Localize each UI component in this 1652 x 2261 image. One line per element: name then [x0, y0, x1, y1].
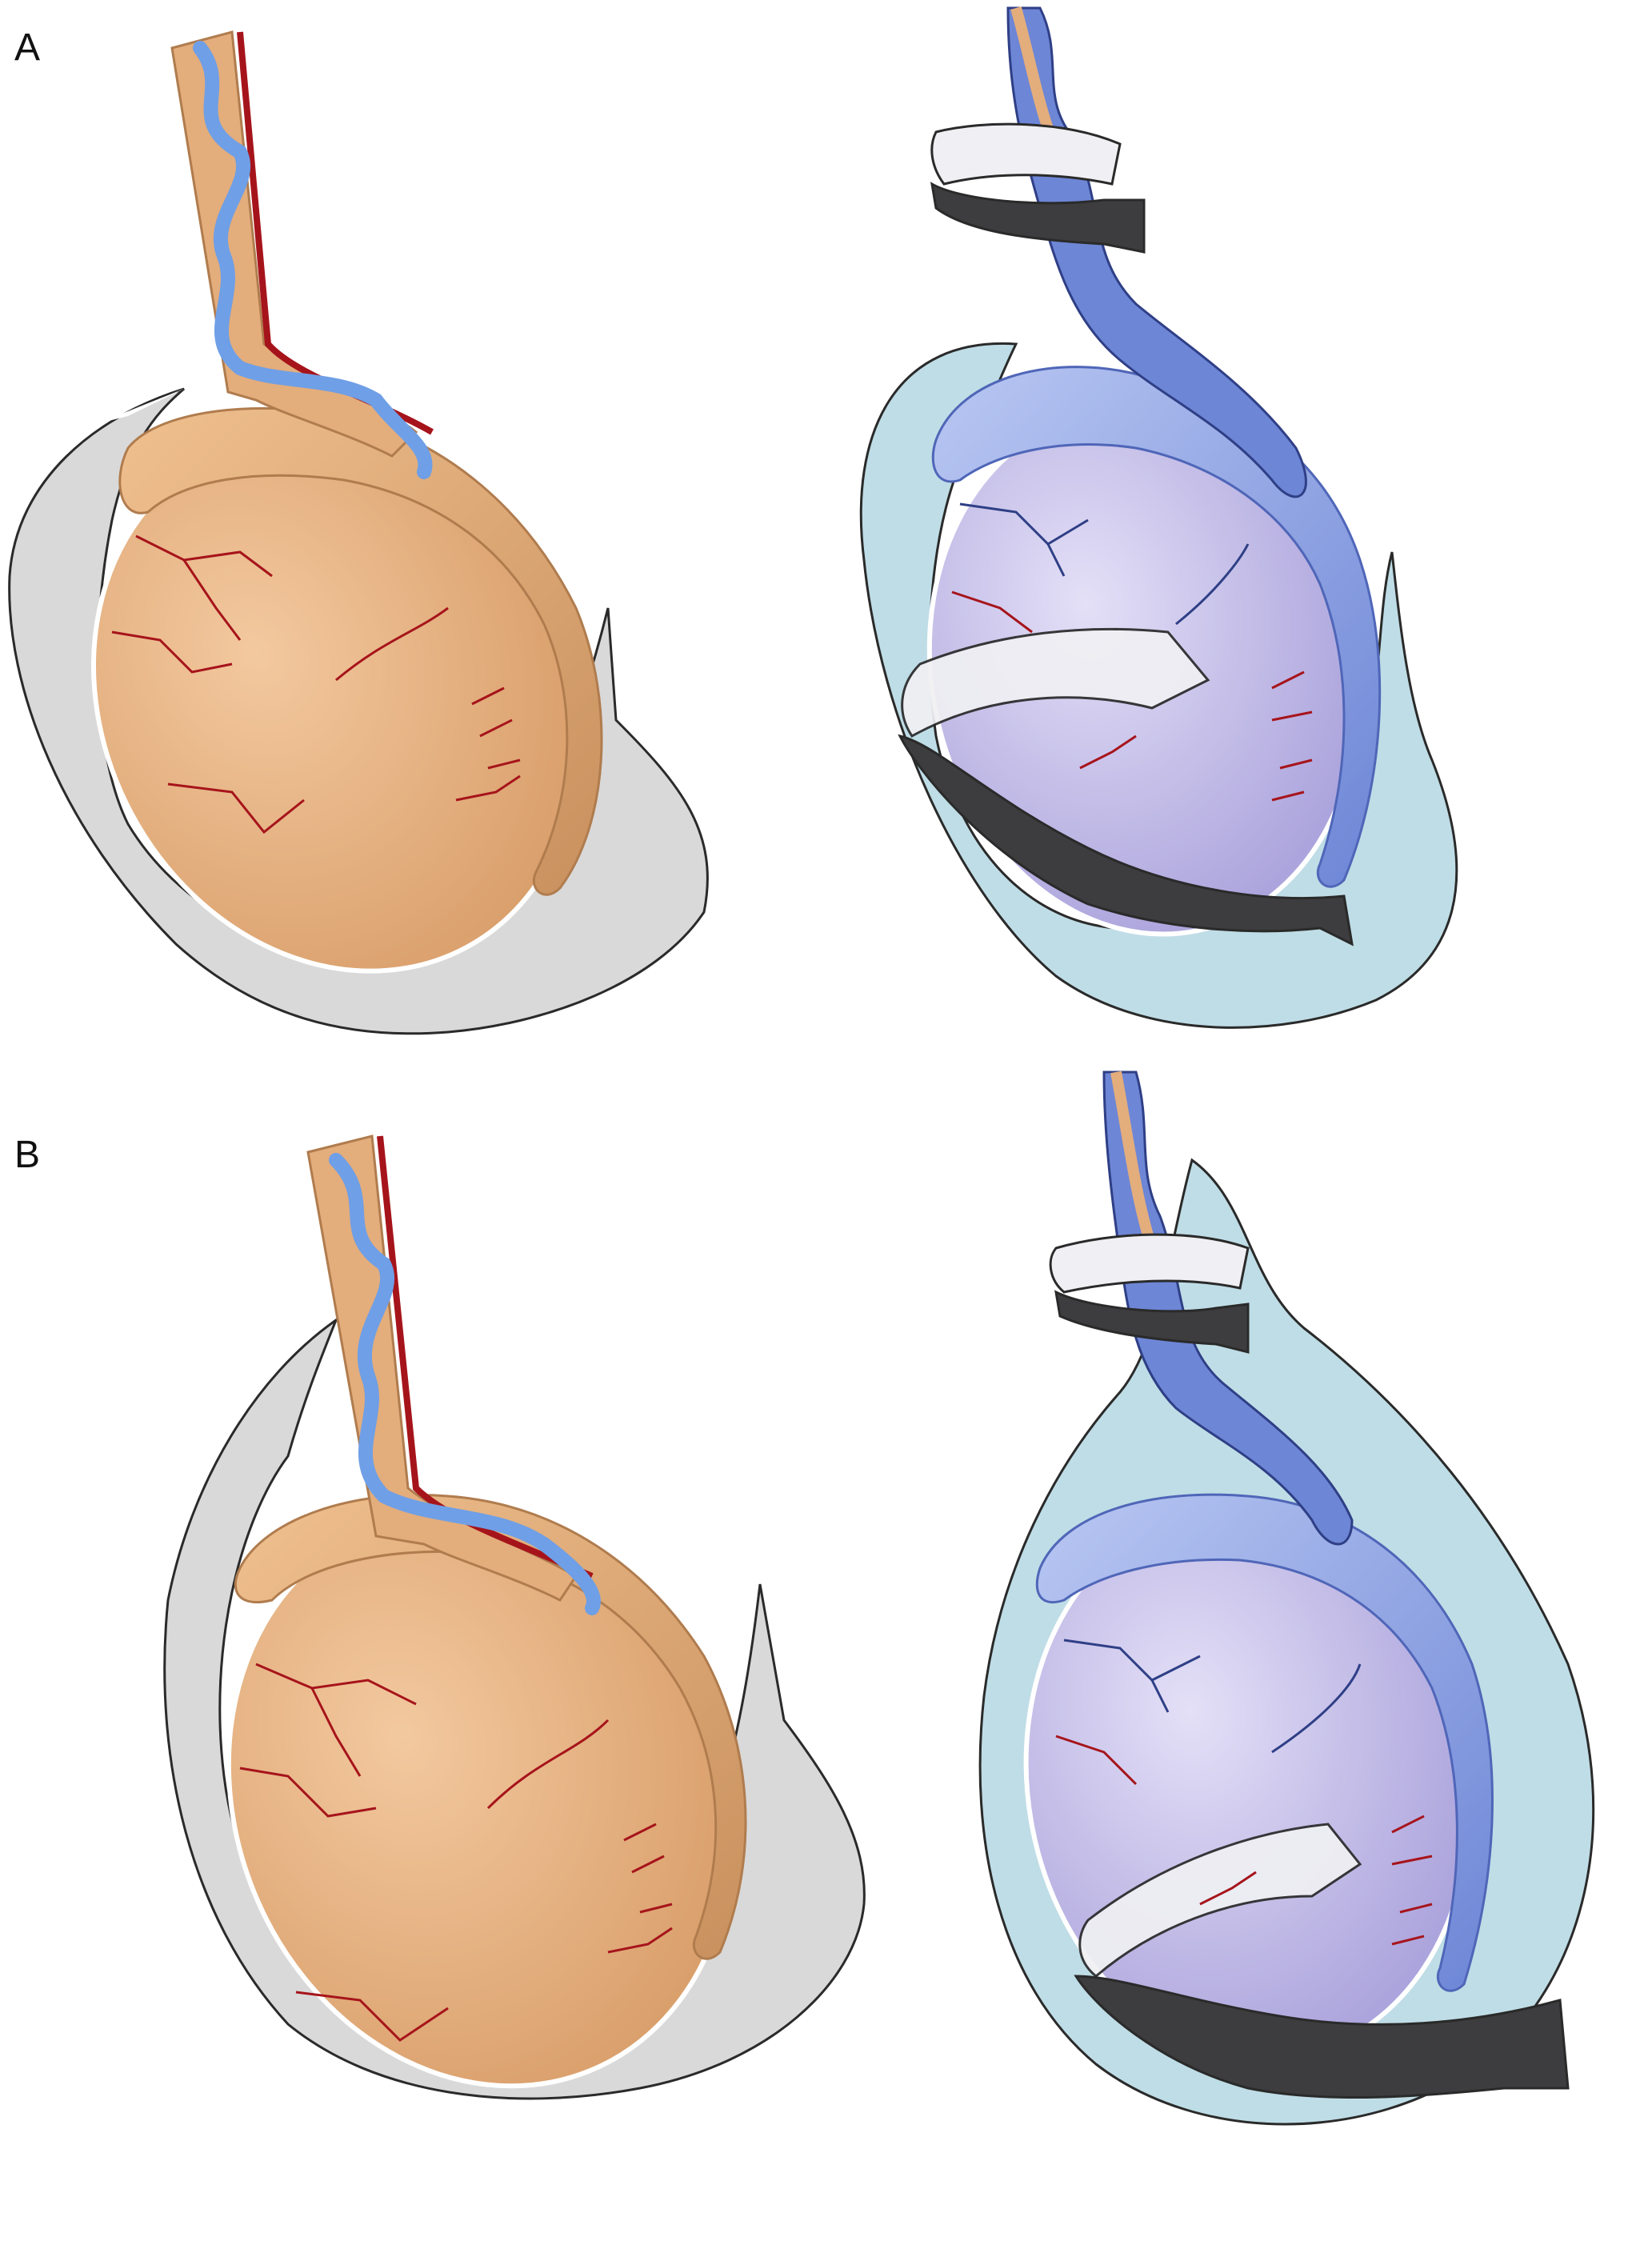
vessels-b-right: [1055, 1639, 1433, 1946]
torsion-band-upper-light-a: [930, 122, 1122, 186]
vessels-a-right: [951, 502, 1313, 802]
torsion-band-lower-light-b: [1078, 1823, 1362, 1978]
vein-a-left: [193, 41, 433, 479]
epididymis-b-left: [234, 1493, 747, 1960]
torsion-band-upper-light-b: [1049, 1233, 1250, 1294]
vessels-b-left: [239, 1663, 673, 2042]
torsion-band-lower-dark-a: [898, 734, 1354, 946]
torsion-band-upper-dark-b: [1054, 1290, 1250, 1354]
normal-testis-b: [163, 1135, 866, 2100]
torsion-testis-b: [978, 1070, 1595, 2126]
torsion-testis-a: [859, 6, 1458, 1029]
panel-label-a: A: [14, 26, 41, 69]
tunica-gap-a-left: [96, 389, 184, 424]
torsion-band-lower-light-a: [901, 627, 1210, 738]
torsion-band-upper-dark-a: [930, 182, 1146, 254]
panel-label-b: B: [14, 1134, 41, 1176]
torsion-band-lower-dark-b: [1074, 1975, 1570, 2099]
vein-b-left: [329, 1153, 601, 1615]
vessels-a-left: [111, 534, 521, 834]
twisted-cord-core-b-right: [1110, 1070, 1158, 1251]
normal-testis-a: [8, 30, 709, 1035]
